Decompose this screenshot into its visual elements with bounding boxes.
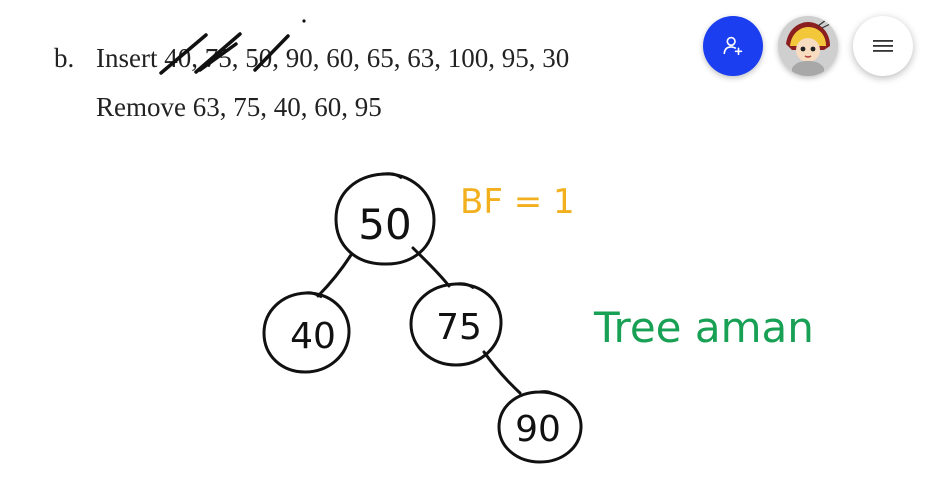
node-circle-50 [334,172,436,266]
add-user-button[interactable] [703,16,763,76]
node-circle-75 [409,282,503,367]
node-label-75: 75 [436,307,482,348]
edge-50-75 [411,246,451,288]
avatar [778,16,838,76]
edge-50-40 [316,253,353,298]
insert-line: Insert 40, 75, 50, 90, 60, 65, 63, 100, … [96,43,570,73]
remove-line: Remove 63, 75, 40, 60, 95 [96,92,382,122]
node-circle-90 [497,390,583,464]
balance-factor-note: BF = 1 [460,182,575,222]
edge-75-90 [482,350,522,395]
problem-marker: b. [54,43,75,73]
node-label-40: 40 [290,316,336,357]
menu-button[interactable] [853,16,913,76]
node-label-90: 90 [515,409,561,450]
strike-marks [159,32,290,75]
hamburger-menu-icon [873,40,893,52]
node-label-50: 50 [358,200,411,249]
remove-row: Remove 63, 75, 40, 60, 95 [54,83,569,132]
problem-text: b. Insert 40, 75, 50, 90, 60, 65, 63, 100… [54,34,569,132]
add-user-icon [723,36,743,56]
status-note: Tree aman [593,303,814,352]
user-avatar-button[interactable] [778,16,838,76]
node-circle-40 [262,291,351,374]
insert-row: b. Insert 40, 75, 50, 90, 60, 65, 63, 100… [54,34,569,83]
